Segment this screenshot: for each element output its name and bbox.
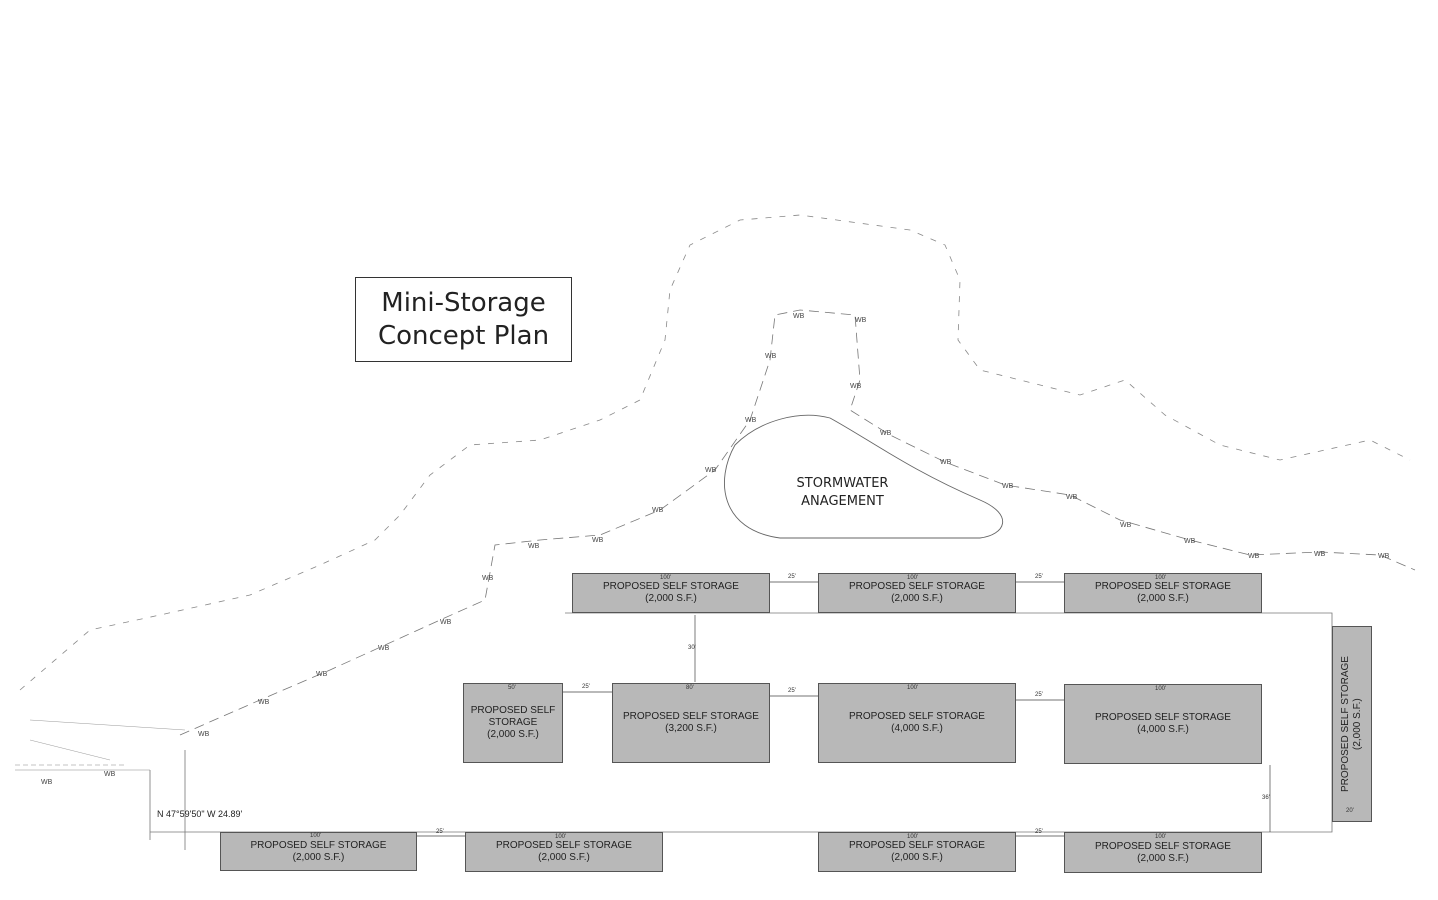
wb-label: WB	[850, 383, 862, 390]
dim-label-length: 100'	[1155, 686, 1167, 692]
wb-label: WB	[41, 779, 53, 786]
building-area: (2,000 S.F.)	[891, 852, 943, 863]
storage-building: PROPOSED SELF STORAGE (2,000 S.F.)	[220, 832, 417, 871]
stormwater-label: STORMWATER ANAGEMENT	[760, 475, 925, 511]
wb-label: WB	[705, 467, 717, 474]
wb-label: WB	[378, 645, 390, 652]
building-area: (2,000 S.F.)	[1352, 698, 1363, 750]
building-area: (4,000 S.F.)	[1137, 724, 1189, 735]
building-label: PROPOSED SELF STORAGE	[849, 840, 985, 851]
dim-label-gap: 25'	[788, 688, 796, 694]
building-label: PROPOSED SELF STORAGE	[849, 711, 985, 722]
wb-label: WB	[855, 317, 867, 324]
setback-line-2	[29, 739, 111, 761]
dim-label-gap: 25'	[1035, 692, 1043, 698]
building-label: PROPOSED SELF STORAGE	[623, 711, 759, 722]
wb-label: WB	[316, 671, 328, 678]
building-area: (2,000 S.F.)	[1137, 593, 1189, 604]
stormwater-label-line1: STORMWATER	[796, 476, 889, 491]
wb-label: WB	[440, 619, 452, 626]
wb-label: WB	[1066, 494, 1078, 501]
building-label: PROPOSED SELF STORAGE	[250, 839, 387, 851]
building-label-2: STORAGE	[488, 717, 538, 728]
wb-label: WB	[104, 771, 116, 778]
building-area: (2,000 S.F.)	[487, 729, 539, 740]
building-label: PROPOSED SELF STORAGE	[1095, 712, 1231, 723]
building-label: PROPOSED SELF STORAGE	[496, 840, 632, 851]
building-label: PROPOSED SELF STORAGE	[1095, 840, 1231, 852]
wb-label: WB	[880, 430, 892, 437]
bearing-label: N 47°59'50" W 24.89'	[157, 809, 243, 819]
dim-label-gap: 25'	[1035, 829, 1043, 835]
wb-label: WB	[592, 537, 604, 544]
setback-line	[29, 719, 186, 731]
building-label: PROPOSED SELF STORAGE	[849, 581, 985, 592]
plan-title-box: Mini-Storage Concept Plan	[355, 277, 572, 362]
dim-label-gap: 25'	[1035, 574, 1043, 580]
plan-title-line1: Mini-Storage	[381, 287, 546, 318]
dim-label-gap: 25'	[788, 574, 796, 580]
building-area: (2,000 S.F.)	[538, 852, 590, 863]
dim-label-width: 20'	[1346, 808, 1354, 814]
wb-label: WB	[528, 543, 540, 550]
building-area: (2,000 S.F.)	[292, 851, 345, 863]
building-label: PROPOSED SELF STORAGE	[1340, 656, 1351, 792]
dim-label-aisle: 36'	[1262, 795, 1270, 801]
storage-building: PROPOSED SELF STORAGE (4,000 S.F.)	[1064, 684, 1262, 764]
wb-label: WB	[1184, 538, 1196, 545]
building-area: (3,200 S.F.)	[665, 723, 717, 734]
plan-title-line2: Concept Plan	[377, 320, 550, 351]
building-area: (2,000 S.F.)	[645, 593, 697, 604]
wb-label: WB	[1002, 483, 1014, 490]
storage-building: PROPOSED SELF STORAGE (2,000 S.F.)	[465, 832, 663, 872]
storage-building: PROPOSED SELF STORAGE (2,000 S.F.)	[1064, 832, 1262, 873]
dim-label-length: 100'	[907, 834, 919, 840]
storage-building: PROPOSED SELF STORAGE (2,000 S.F.)	[1064, 573, 1262, 613]
building-label: PROPOSED SELF STORAGE	[603, 581, 739, 592]
wb-label: WB	[765, 353, 777, 360]
storage-building: PROPOSED SELF STORAGE (2,000 S.F.)	[572, 573, 770, 613]
wb-label: WB	[793, 313, 805, 320]
building-area: (2,000 S.F.)	[891, 593, 943, 604]
dim-label-length: 80'	[686, 685, 694, 691]
dim-label-length: 100'	[907, 685, 919, 691]
storage-building: PROPOSED SELF STORAGE (2,000 S.F.)	[1332, 626, 1372, 822]
dim-label-length: 100'	[907, 575, 919, 581]
contour-line-outer	[19, 214, 1411, 691]
storage-building: PROPOSED SELF STORAGE (2,000 S.F.)	[818, 832, 1016, 872]
building-label: PROPOSED SELF	[470, 705, 556, 716]
dim-label-length: 100'	[555, 834, 567, 840]
wb-label: WB	[1314, 551, 1326, 558]
storage-building: PROPOSED SELF STORAGE (3,200 S.F.)	[612, 683, 770, 763]
wetland-boundary-line	[179, 309, 1416, 736]
stormwater-label-line2: ANAGEMENT	[801, 494, 884, 509]
dim-label-length: 100'	[310, 833, 322, 839]
storage-building: PROPOSED SELF STORAGE (2,000 S.F.)	[463, 683, 563, 763]
building-area: (4,000 S.F.)	[891, 723, 943, 734]
dim-label-length: 100'	[1155, 575, 1167, 581]
storage-building: PROPOSED SELF STORAGE (4,000 S.F.)	[818, 683, 1016, 763]
wb-label: WB	[258, 699, 270, 706]
wb-label: WB	[1378, 553, 1390, 560]
building-label: PROPOSED SELF STORAGE	[1095, 581, 1231, 592]
dim-label-gap: 25'	[582, 684, 590, 690]
building-area: (2,000 S.F.)	[1137, 852, 1189, 864]
wb-label: WB	[745, 417, 757, 424]
wb-label: WB	[1120, 522, 1132, 529]
wb-label: WB	[482, 575, 494, 582]
wb-label: WB	[1248, 553, 1260, 560]
wb-label: WB	[940, 459, 952, 466]
dim-label-gap: 25'	[436, 829, 444, 835]
dim-label-length: 100'	[660, 575, 672, 581]
stormwater-pond-outline	[724, 414, 1003, 539]
dim-label-length: 100'	[1155, 834, 1167, 840]
wb-label: WB	[652, 507, 664, 514]
storage-building: PROPOSED SELF STORAGE (2,000 S.F.)	[818, 573, 1016, 613]
dim-label-length: 50'	[508, 685, 516, 691]
wetland-labels: WB WB WB WB WB WB WB WB WB WB WB WB WB W…	[41, 313, 1390, 786]
wb-label: WB	[198, 731, 210, 738]
dim-label-aisle: 30'	[688, 645, 696, 651]
